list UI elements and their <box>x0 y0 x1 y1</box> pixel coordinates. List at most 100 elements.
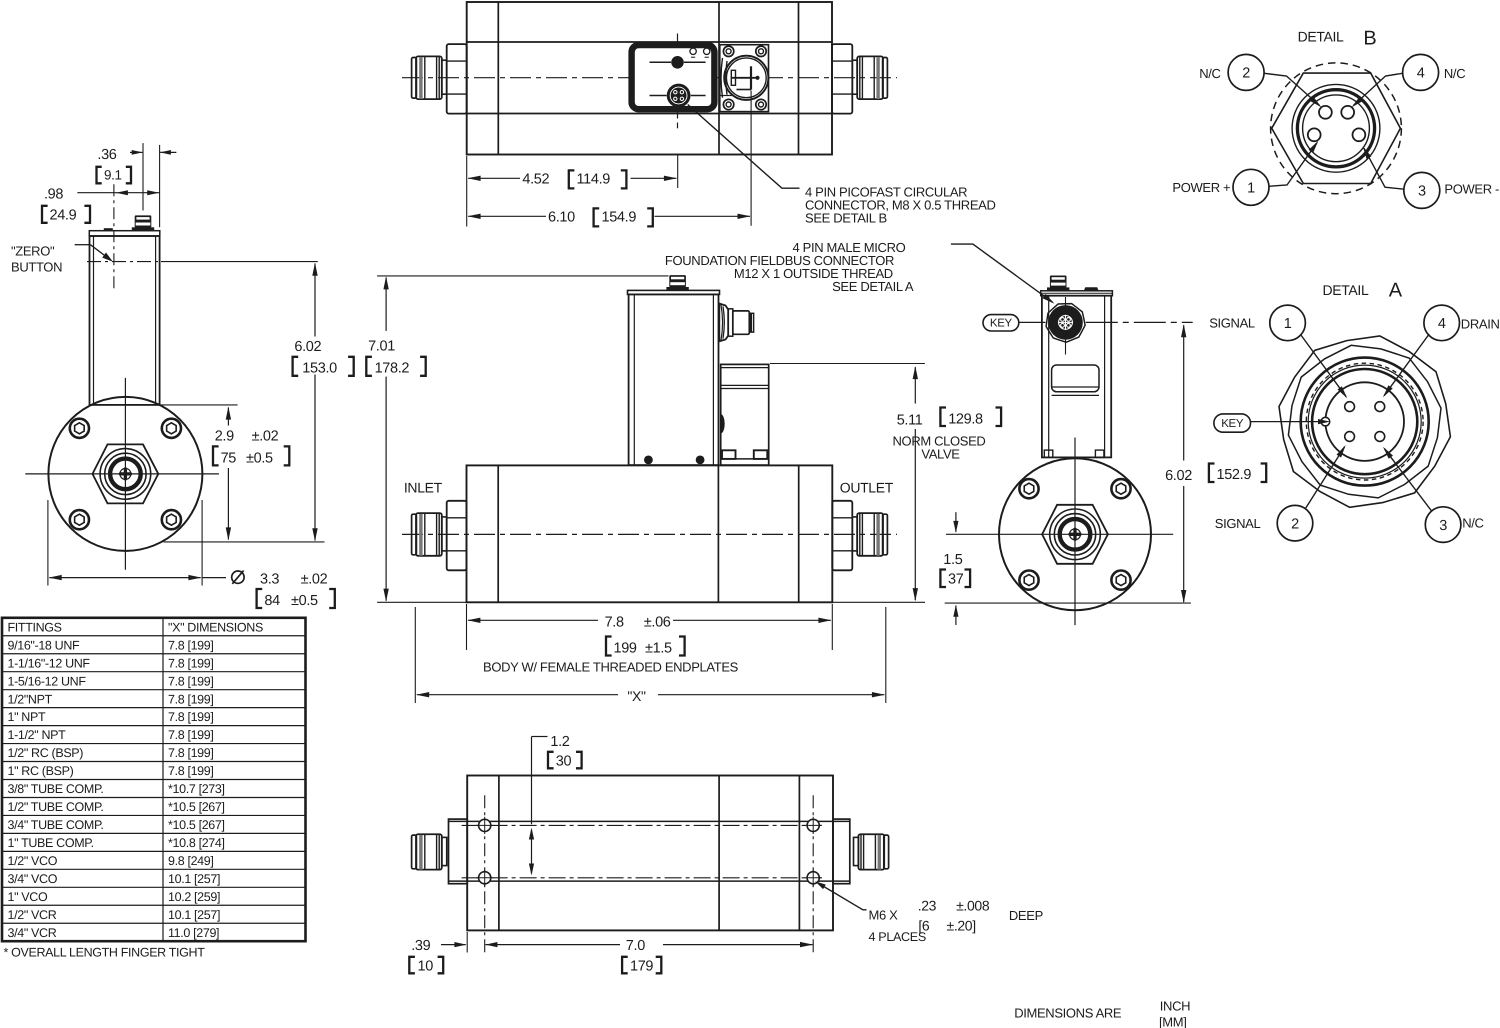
svg-text:7.01: 7.01 <box>368 339 395 355</box>
svg-text:1/2" TUBE COMP.: 1/2" TUBE COMP. <box>8 800 104 814</box>
svg-text:FOUNDATION FIELDBUS CONNECTOR: FOUNDATION FIELDBUS CONNECTOR <box>665 253 894 268</box>
svg-text:7.8 [199]: 7.8 [199] <box>168 692 214 706</box>
svg-text:5.11: 5.11 <box>897 412 923 428</box>
svg-text:1: 1 <box>1284 316 1292 332</box>
svg-text:10.1 [257]: 10.1 [257] <box>168 872 220 886</box>
svg-text:"X": "X" <box>627 688 646 704</box>
svg-text:3/8" TUBE COMP.: 3/8" TUBE COMP. <box>8 782 104 796</box>
svg-text:DRAIN: DRAIN <box>1461 316 1500 331</box>
svg-text:"ZERO": "ZERO" <box>11 244 55 259</box>
svg-text:6.10: 6.10 <box>548 209 575 225</box>
svg-text:2: 2 <box>1242 66 1250 82</box>
svg-text:3/4" TUBE COMP.: 3/4" TUBE COMP. <box>8 818 104 832</box>
svg-text:7.0: 7.0 <box>626 938 645 954</box>
svg-text:9/16"-18 UNF: 9/16"-18 UNF <box>8 638 81 652</box>
svg-text:1.2: 1.2 <box>550 734 569 750</box>
svg-text:7.8: 7.8 <box>605 614 624 630</box>
svg-text:84: 84 <box>264 593 280 609</box>
svg-text:[MM]: [MM] <box>1159 1015 1186 1028</box>
svg-text:4 PIN MALE MICRO: 4 PIN MALE MICRO <box>793 240 906 255</box>
svg-text:POWER -: POWER - <box>1444 181 1499 196</box>
svg-text:4: 4 <box>1438 316 1446 332</box>
svg-text:7.8 [199]: 7.8 [199] <box>168 728 214 742</box>
svg-text:9.8 [249]: 9.8 [249] <box>168 854 214 868</box>
svg-text:±.02: ±.02 <box>301 571 328 587</box>
svg-text:"X" DIMENSIONS: "X" DIMENSIONS <box>168 620 263 634</box>
svg-text:KEY: KEY <box>990 318 1013 330</box>
svg-text:4: 4 <box>1417 66 1425 82</box>
svg-text:N/C: N/C <box>1462 515 1483 530</box>
svg-text:153.0: 153.0 <box>302 361 337 377</box>
svg-text:DETAIL: DETAIL <box>1298 29 1344 45</box>
svg-text:9.1: 9.1 <box>104 167 122 182</box>
svg-text:2.9: 2.9 <box>215 429 234 445</box>
svg-text:1/2"NPT: 1/2"NPT <box>8 692 53 706</box>
svg-text:CONNECTOR, M8 X 0.5 THREAD: CONNECTOR, M8 X 0.5 THREAD <box>805 198 996 213</box>
svg-text:KEY: KEY <box>1221 418 1244 430</box>
svg-text:*10.8 [274]: *10.8 [274] <box>168 836 225 850</box>
svg-text:M6 X: M6 X <box>869 908 899 923</box>
svg-text:4 PIN PICOFAST CIRCULAR: 4 PIN PICOFAST CIRCULAR <box>805 185 967 200</box>
svg-text:[6: [6 <box>918 918 930 934</box>
svg-text:SIGNAL: SIGNAL <box>1215 516 1261 531</box>
svg-text:1-1/16"-12 UNF: 1-1/16"-12 UNF <box>8 656 91 670</box>
svg-text:114.9: 114.9 <box>577 171 611 187</box>
svg-text:DEEP: DEEP <box>1009 908 1043 923</box>
svg-text:1" NPT: 1" NPT <box>8 710 46 724</box>
svg-text:DIMENSIONS ARE: DIMENSIONS ARE <box>1014 1006 1122 1021</box>
svg-text:7.8 [199]: 7.8 [199] <box>168 656 214 670</box>
svg-text:1: 1 <box>1247 181 1255 197</box>
svg-text:.36: .36 <box>97 147 116 163</box>
svg-text:.23: .23 <box>918 898 937 914</box>
svg-text:A: A <box>1389 280 1403 302</box>
svg-text:SIGNAL: SIGNAL <box>1209 316 1255 331</box>
svg-text:±1.5: ±1.5 <box>645 640 672 656</box>
svg-text:NORM CLOSED: NORM CLOSED <box>893 433 986 448</box>
svg-text:1" RC (BSP): 1" RC (BSP) <box>8 764 74 778</box>
svg-text:1.5: 1.5 <box>943 552 962 568</box>
svg-text:*10.5 [267]: *10.5 [267] <box>168 818 225 832</box>
svg-text:M12 X 1 OUTSIDE THREAD: M12 X 1 OUTSIDE THREAD <box>734 266 893 281</box>
svg-text:6.02: 6.02 <box>294 339 321 355</box>
svg-text:±0.5: ±0.5 <box>246 450 273 466</box>
svg-text:1-5/16-12 UNF: 1-5/16-12 UNF <box>8 674 87 688</box>
svg-text:POWER +: POWER + <box>1172 180 1230 195</box>
svg-text:37: 37 <box>948 572 964 588</box>
svg-text:179: 179 <box>630 958 653 974</box>
svg-text:7.8 [199]: 7.8 [199] <box>168 764 214 778</box>
svg-text:4 PLACES: 4 PLACES <box>869 930 926 944</box>
svg-text:INCH: INCH <box>1160 999 1190 1014</box>
svg-text:VALVE: VALVE <box>921 446 960 461</box>
svg-text:1/2" VCR: 1/2" VCR <box>8 908 57 922</box>
svg-text:10: 10 <box>418 958 434 974</box>
svg-text:3: 3 <box>1439 518 1447 534</box>
svg-text:* OVERALL LENGTH FINGER TIGHT: * OVERALL LENGTH FINGER TIGHT <box>4 946 206 960</box>
svg-text:3: 3 <box>1418 184 1426 200</box>
svg-text:1" TUBE COMP.: 1" TUBE COMP. <box>8 836 94 850</box>
svg-text:7.8 [199]: 7.8 [199] <box>168 710 214 724</box>
svg-text:SEE DETAIL B: SEE DETAIL B <box>805 211 887 226</box>
svg-text:3/4" VCR: 3/4" VCR <box>8 926 57 940</box>
svg-text:1" VCO: 1" VCO <box>8 890 48 904</box>
svg-text:1/2" RC (BSP): 1/2" RC (BSP) <box>8 746 84 760</box>
svg-text:154.9: 154.9 <box>602 209 637 225</box>
svg-text:INLET: INLET <box>404 480 443 496</box>
svg-text:6.02: 6.02 <box>1165 468 1192 484</box>
svg-text:DETAIL: DETAIL <box>1323 282 1369 298</box>
svg-text:129.8: 129.8 <box>948 411 983 427</box>
svg-text:3.3: 3.3 <box>260 571 279 587</box>
svg-text:178.2: 178.2 <box>375 361 410 377</box>
svg-text:±.06: ±.06 <box>644 614 671 630</box>
svg-text:*10.5 [267]: *10.5 [267] <box>168 800 225 814</box>
svg-text:FITTINGS: FITTINGS <box>8 620 62 634</box>
svg-text:±0.5: ±0.5 <box>291 593 318 609</box>
svg-text:75: 75 <box>221 450 237 466</box>
svg-text:152.9: 152.9 <box>1217 467 1252 483</box>
svg-text:BUTTON: BUTTON <box>11 260 62 275</box>
svg-text:BODY W/ FEMALE THREADED ENDPLA: BODY W/ FEMALE THREADED ENDPLATES <box>483 660 739 675</box>
svg-text:N/C: N/C <box>1199 66 1220 81</box>
svg-text:3/4" VCO: 3/4" VCO <box>8 872 58 886</box>
svg-text:±.02: ±.02 <box>252 429 279 445</box>
svg-text:±.20]: ±.20] <box>947 918 976 934</box>
svg-text:30: 30 <box>556 753 572 769</box>
